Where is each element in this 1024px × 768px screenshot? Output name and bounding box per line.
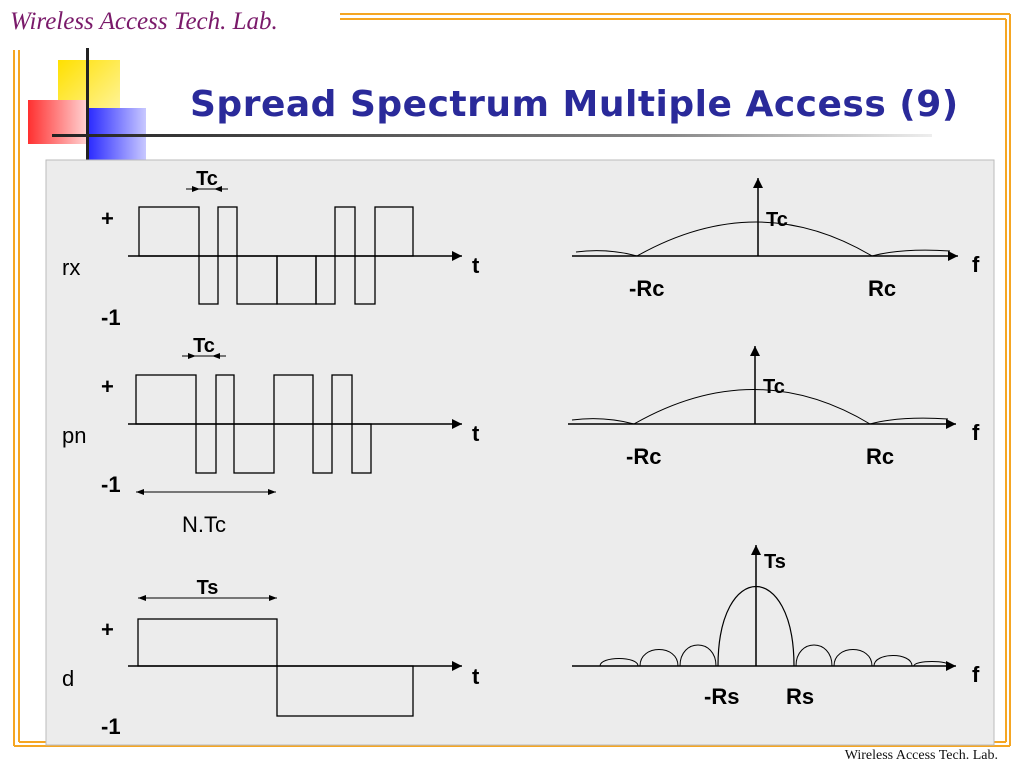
- row3-signal-label: d: [62, 666, 74, 691]
- row1-chip-width-head-r: [214, 186, 222, 192]
- row3-minus-label: -1: [101, 714, 121, 739]
- row3-side-lobe: [639, 649, 679, 667]
- row2-time-axis-label: t: [472, 421, 480, 446]
- row2-side-lobe-right: [869, 417, 949, 425]
- row2-freq-peak-label: Tc: [763, 376, 785, 398]
- row2-chip: [331, 374, 353, 425]
- row3-side-lobe: [873, 655, 913, 667]
- row2-chip-width-label: Tc: [193, 335, 215, 357]
- row3-chip: [276, 665, 414, 717]
- row3-side-lobe: [833, 649, 873, 667]
- row2-chip: [135, 374, 197, 425]
- row3-time-axis-head: [452, 661, 462, 671]
- row3-time-axis-label: t: [472, 664, 480, 689]
- row1-freq-axis-head: [948, 251, 958, 261]
- row3-symbol-width-label: Ts: [197, 577, 219, 599]
- row3-freq-left-label: -Rs: [704, 684, 739, 709]
- row1-chip-width-head-l: [192, 186, 200, 192]
- panel-background: [45, 159, 995, 746]
- row2-period-right-head: [268, 489, 276, 495]
- deco-vertical-line: [86, 48, 89, 163]
- page-title: Spread Spectrum Multiple Access (9): [190, 84, 959, 125]
- row1-chip: [354, 255, 376, 305]
- row1-chip: [374, 206, 414, 257]
- row2-freq-axis-head: [946, 419, 956, 429]
- row3-freq-peak-label: Ts: [764, 551, 786, 573]
- row1-main-lobe: [636, 221, 873, 257]
- row3-plus-label: +: [101, 617, 114, 642]
- row1-chip: [198, 255, 219, 305]
- row2-chip: [215, 374, 235, 425]
- row1-side-lobe-left: [575, 250, 638, 257]
- row2-chip-width-head-r: [212, 353, 220, 359]
- row1-plus-label: +: [101, 206, 114, 231]
- row2-chip: [273, 374, 314, 425]
- lab-name-header: Wireless Access Tech. Lab.: [10, 8, 278, 35]
- row1-side-lobe-right: [871, 249, 951, 257]
- row3-side-lobe: [599, 658, 639, 667]
- row2-freq-left-label: -Rc: [626, 444, 661, 469]
- row2-time-axis-head: [452, 419, 462, 429]
- row3-symbol-width-right-head: [269, 595, 277, 601]
- row1-freq-peak-label: Tc: [766, 209, 788, 231]
- row2-plus-label: +: [101, 374, 114, 399]
- lab-name-footer: Wireless Access Tech. Lab.: [844, 748, 998, 763]
- row3-symbol-width-left-head: [138, 595, 146, 601]
- row1-freq-right-label: Rc: [868, 276, 896, 301]
- row1-freq-left-label: -Rc: [629, 276, 664, 301]
- row2-signal-label: pn: [62, 423, 86, 448]
- row3-side-lobe: [913, 661, 951, 667]
- row3-main-lobe: [717, 586, 795, 667]
- row2-freq-right-label: Rc: [866, 444, 894, 469]
- row1-time-axis-head: [452, 251, 462, 261]
- row3-freq-axis-label: f: [972, 662, 980, 687]
- row3-freq-vaxis-head: [751, 545, 761, 555]
- row2-chip: [351, 423, 372, 474]
- row1-chip: [334, 206, 356, 257]
- row1-chip-width-label: Tc: [196, 168, 218, 190]
- row2-main-lobe: [633, 389, 871, 425]
- row2-chip: [195, 423, 217, 474]
- row2-side-lobe-left: [571, 418, 635, 425]
- row2-period-left-head: [136, 489, 144, 495]
- row1-freq-vaxis-head: [753, 178, 763, 188]
- row1-chip: [217, 206, 238, 257]
- row2-chip: [312, 423, 333, 474]
- row2-minus-label: -1: [101, 472, 121, 497]
- row2-freq-vaxis-head: [750, 346, 760, 356]
- row1-minus-label: -1: [101, 305, 121, 330]
- row1-time-axis-label: t: [472, 253, 480, 278]
- row2-period-label: N.Tc: [182, 512, 226, 537]
- row2-freq-axis-label: f: [972, 420, 980, 445]
- deco-horizontal-line: [52, 134, 932, 137]
- row2-chip-width-head-l: [188, 353, 196, 359]
- row1-chip: [315, 255, 336, 305]
- row3-side-lobe: [795, 644, 833, 667]
- row1-signal-label: rx: [62, 255, 80, 280]
- row1-freq-axis-label: f: [972, 252, 980, 277]
- row2-chip: [233, 423, 275, 474]
- row3-side-lobe: [679, 644, 717, 667]
- row3-chip: [137, 618, 278, 667]
- row1-chip: [138, 206, 200, 257]
- row3-freq-right-label: Rs: [786, 684, 814, 709]
